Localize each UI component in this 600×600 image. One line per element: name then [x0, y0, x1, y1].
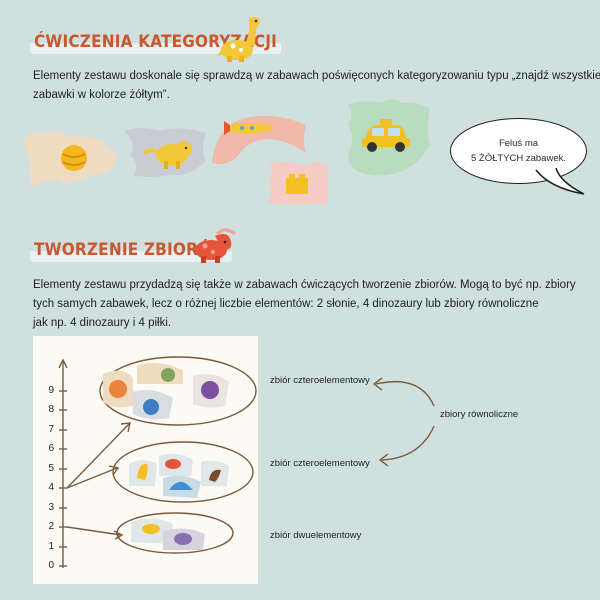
label-four-element-set-2: zbiór czteroelementowy [270, 458, 370, 469]
puzzle-piece-rocket [212, 116, 306, 164]
axis-tick-9: 9 [48, 385, 54, 396]
puzzle-piece-ball [24, 131, 118, 186]
arrow-to-balls [66, 423, 130, 489]
section1-text-line1: Elementy zestawu doskonale się sprawdzą … [33, 70, 600, 82]
section-title-sets: TWORZENIE ZBIORÓW [30, 238, 233, 262]
lego-brick-icon [286, 174, 308, 194]
speech-bubble: Feluś ma 5 ŻÓŁTYCH zabawek. [450, 118, 587, 184]
taxi-icon [362, 119, 410, 152]
section1-text-line2: zabawki w kolorze żółtym”. [33, 89, 170, 101]
rocket-icon [224, 121, 274, 135]
axis-tick-0: 0 [48, 560, 54, 571]
label-equal-sets: zbiory równoliczne [440, 409, 519, 420]
sets-diagram [58, 356, 257, 568]
bubble-line1: Feluś ma [498, 138, 539, 149]
set-oval-dinos [112, 441, 254, 503]
triceratops-icon [195, 228, 236, 263]
arrow-to-two [66, 526, 122, 536]
axis-tick-6: 6 [48, 443, 54, 454]
label-two-element-set: zbiór dwuelementowy [270, 530, 362, 541]
puzzle-piece-taxi [348, 99, 430, 176]
speech-bubble-tail [535, 167, 585, 195]
label-four-element-set-1: zbiór czteroelementowy [270, 375, 370, 386]
dinosaur-mascot-icon [217, 16, 260, 62]
section2-text-line3: jak np. 4 dinozaury i 4 piłki. [33, 317, 172, 329]
equal-sets-arrows [372, 377, 435, 467]
axis-tick-1: 1 [48, 541, 54, 552]
axis-tick-3: 3 [48, 502, 54, 513]
axis-tick-5: 5 [48, 463, 54, 474]
axis-tick-8: 8 [48, 404, 54, 415]
section2-text-line2: tych samych zabawek, lecz o różnej liczb… [33, 298, 539, 310]
ball-set-pieces [103, 362, 229, 420]
puzzle-piece-lego [268, 162, 328, 204]
arrow-to-dinos [66, 467, 118, 489]
axis-ticks [59, 390, 67, 567]
dino-set-pieces [129, 453, 229, 498]
bubble-line2: 5 ŻÓŁTYCH zabawek. [470, 153, 567, 164]
puzzle-piece-elephant [124, 128, 206, 177]
section2-text-line1: Elementy zestawu przydadzą się także w z… [33, 279, 576, 291]
axis-tick-2: 2 [48, 521, 54, 532]
two-set-pieces [131, 518, 205, 550]
axis-tick-4: 4 [48, 482, 54, 493]
set-oval-balls [99, 356, 257, 426]
axis-tick-7: 7 [48, 424, 54, 435]
